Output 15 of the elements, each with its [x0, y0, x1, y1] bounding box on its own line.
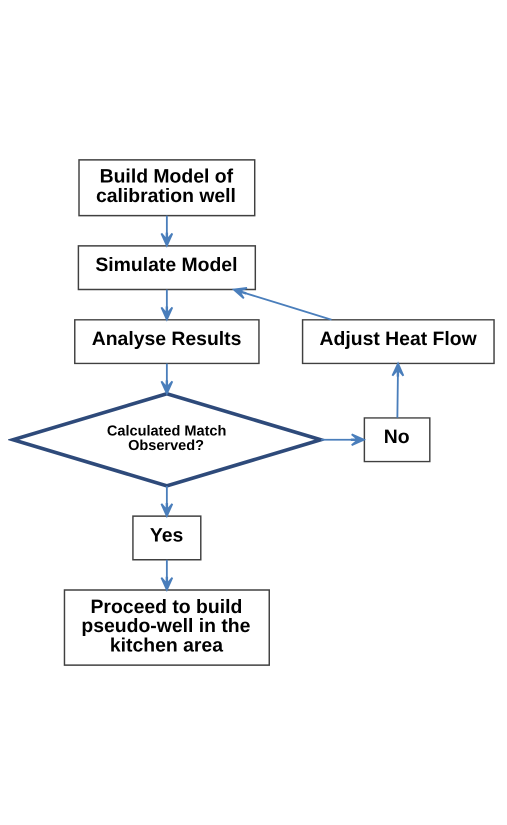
node-box: Proceed to build pseudo-well in the kitchen area	[64, 589, 270, 666]
arrow	[160, 486, 174, 517]
node-box: No	[364, 417, 431, 462]
arrow	[160, 364, 174, 394]
arrow	[321, 433, 365, 446]
node-box: Analyse Results	[74, 319, 260, 364]
arrow	[160, 216, 174, 247]
arrow	[232, 287, 332, 321]
arrow	[160, 290, 174, 320]
arrow	[392, 362, 404, 418]
node-box: Build Model of calibration well	[78, 159, 256, 216]
node-box: Simulate Model	[78, 245, 256, 290]
node-box: Adjust Heat Flow	[302, 319, 495, 364]
arrow	[160, 560, 174, 591]
node-box: Yes	[132, 515, 202, 560]
